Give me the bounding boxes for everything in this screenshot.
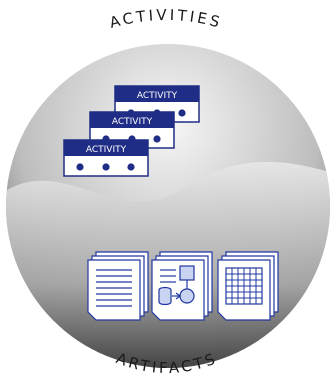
activity-dot <box>153 135 161 143</box>
activity-card-title: ACTIVITY <box>86 145 127 155</box>
activity-card: ACTIVITY <box>63 139 149 177</box>
activities-label: ACTIVITIES <box>108 6 225 32</box>
activity-card-title: ACTIVITY <box>112 117 153 127</box>
text-document-icon <box>87 251 149 321</box>
activity-dot <box>102 163 110 171</box>
grid-table-icon <box>217 251 279 321</box>
activity-dot <box>178 109 186 117</box>
activity-card-title: ACTIVITY <box>137 91 178 101</box>
model-diagram-icon <box>151 251 213 321</box>
activity-dot <box>127 163 135 171</box>
activity-dot <box>76 163 84 171</box>
